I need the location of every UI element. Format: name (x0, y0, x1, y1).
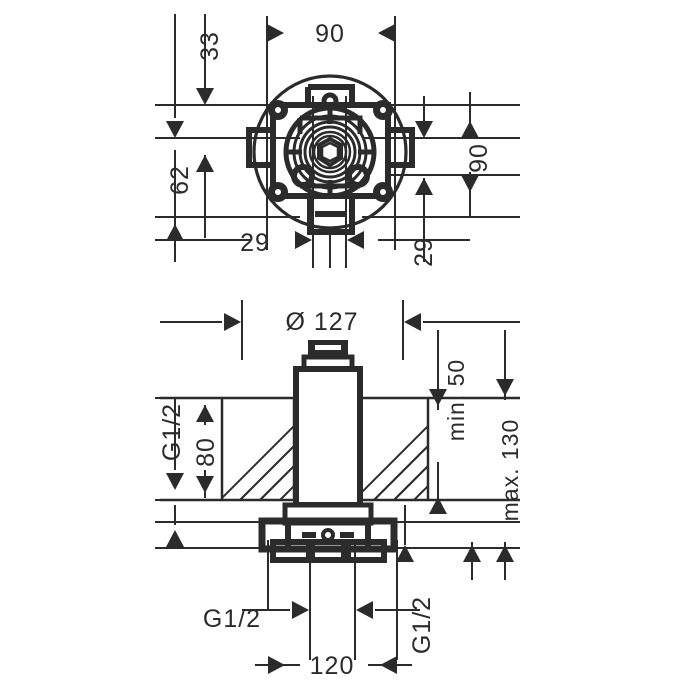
dim-label-thread-left-bottom: G1/2 (203, 605, 261, 633)
dim-label-offset-29-right: 29 (410, 237, 438, 267)
dim-label-min-50: min. 50 (443, 359, 469, 441)
top-view-group: 90 33 62 90 29 29 (155, 14, 520, 268)
dim-label-offset-62: 62 (166, 165, 194, 195)
wall-surface-lines (160, 396, 520, 502)
dim-label-width-90: 90 (315, 20, 345, 48)
cartridge-crosshair (286, 108, 374, 196)
valve-mounting-plate-plan (246, 84, 415, 235)
dim-label-depth-120: 120 (310, 652, 355, 680)
dim-label-thread-right-bottom: G1/2 (408, 596, 436, 654)
dim-label-max-130: max. 130 (497, 419, 523, 522)
dim-label-offset-33: 33 (196, 31, 224, 61)
dim-label-wall-80: 80 (192, 437, 220, 467)
wall-section-right (354, 396, 430, 502)
dim-label-thread-left-top: G1/2 (158, 403, 186, 461)
valve-body-manifold (258, 517, 398, 563)
dim-label-offset-29-left: 29 (240, 229, 270, 257)
section-view-group: Ø 127 G1/2 80 min. 50 max. 130 G1/2 120 … (155, 300, 523, 680)
dim-label-diameter-127: Ø 127 (285, 308, 358, 336)
valve-riser-body (282, 340, 374, 526)
dim-label-height-90: 90 (465, 143, 493, 173)
